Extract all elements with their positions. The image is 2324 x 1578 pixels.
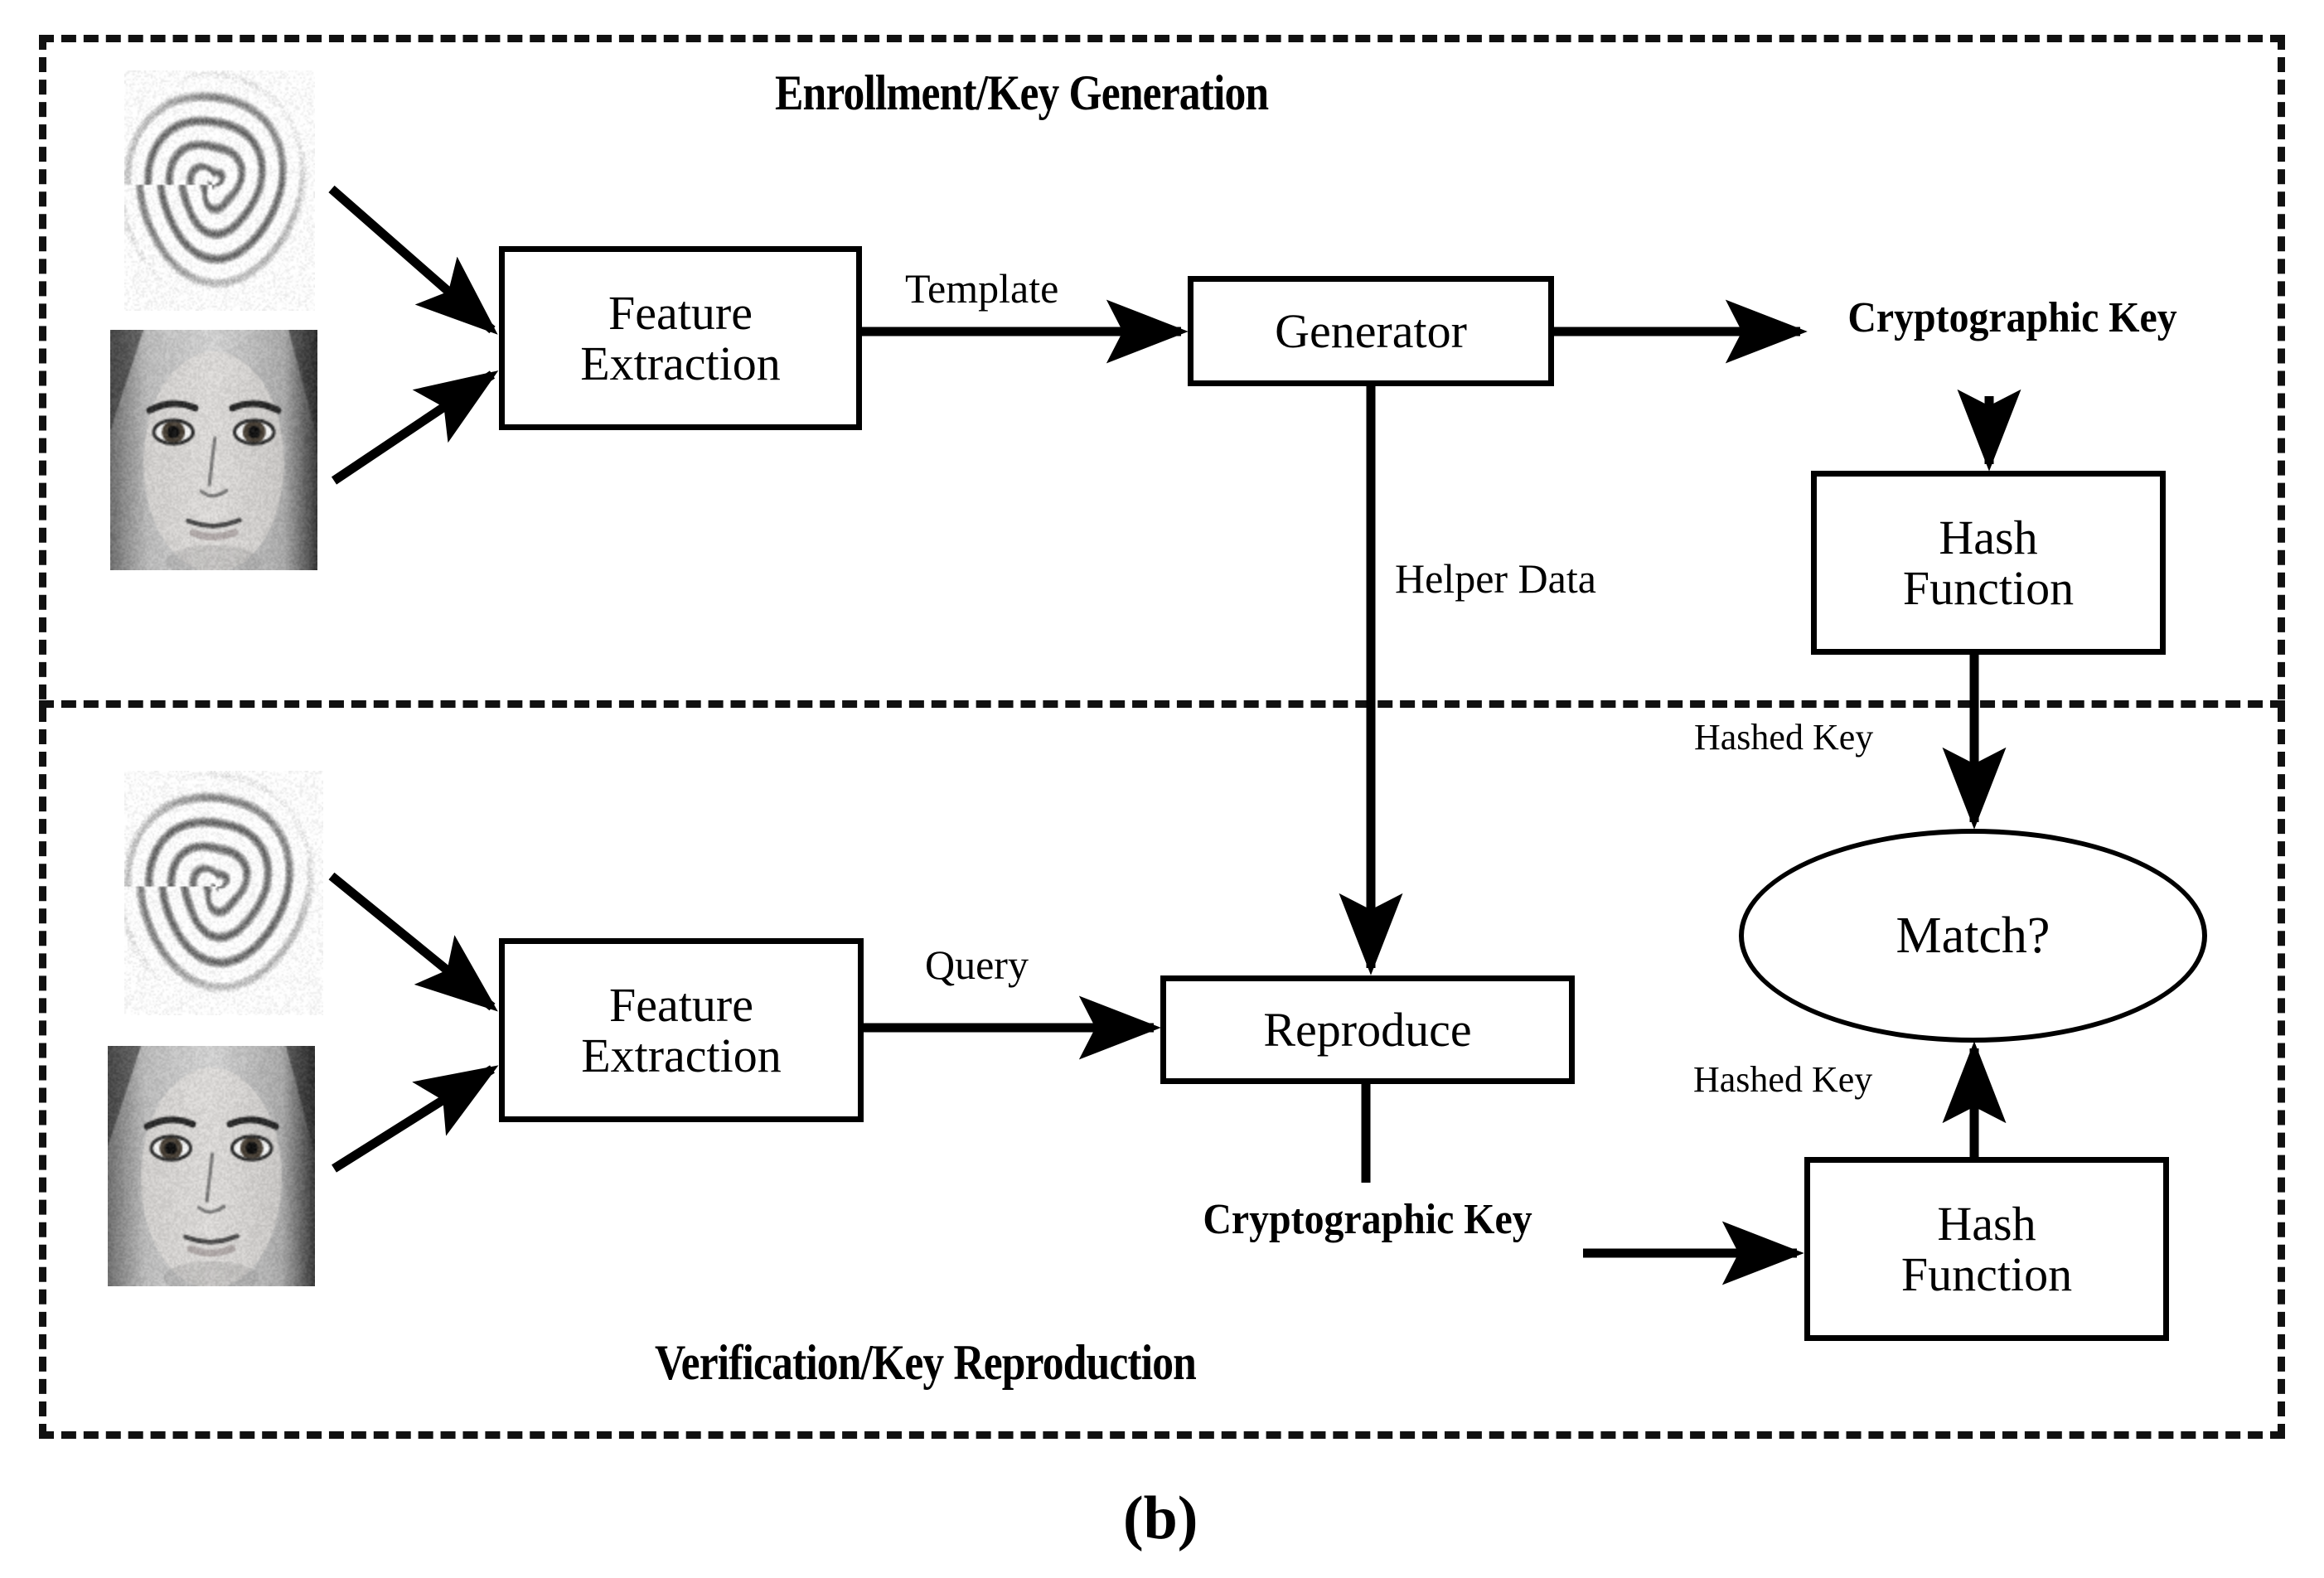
enrollment-hash-line1: Hash <box>1903 512 2074 563</box>
verification-hash-function-box[interactable]: Hash Function <box>1804 1157 2169 1341</box>
enrollment-hash-function-box[interactable]: Hash Function <box>1811 471 2166 655</box>
verification-hash-line2: Function <box>1901 1249 2072 1300</box>
match-label: Match? <box>1896 907 2050 966</box>
verification-feature-extraction-line2: Extraction <box>581 1030 782 1081</box>
verification-feature-extraction-line1: Feature <box>581 980 782 1030</box>
enrollment-cryptographic-key-line2: Key <box>2109 294 2176 341</box>
figure-caption: (b) <box>1123 1484 1198 1554</box>
verification-hash-line1: Hash <box>1901 1198 2072 1249</box>
verification-section-title: Verification/Key Reproduction <box>655 1334 1196 1392</box>
helper-data-label: Helper Data <box>1395 557 1596 601</box>
generator-box[interactable]: Generator <box>1188 276 1554 386</box>
verification-cryptographic-key-label: Cryptographic Key <box>1189 1196 1547 1244</box>
match-decision-ellipse[interactable]: Match? <box>1739 829 2207 1043</box>
enrollment-hashed-key-label: Hashed Key <box>1694 719 1873 757</box>
enrollment-face-image <box>110 330 317 570</box>
query-label: Query <box>925 943 1029 987</box>
verification-cryptographic-key-line2: Key <box>1464 1196 1532 1243</box>
verification-fingerprint-image <box>124 771 323 1015</box>
enrollment-cryptographic-key-label: Cryptographic Key <box>1837 294 2187 342</box>
verification-cryptographic-key-line1: Cryptographic <box>1203 1196 1454 1243</box>
reproduce-label: Reproduce <box>1263 1004 1471 1055</box>
enrollment-feature-extraction-line2: Extraction <box>580 338 781 389</box>
reproduce-box[interactable]: Reproduce <box>1160 975 1575 1084</box>
verification-face-image <box>108 1046 315 1286</box>
enrollment-feature-extraction-box[interactable]: Feature Extraction <box>499 246 862 430</box>
enrollment-hash-line2: Function <box>1903 563 2074 613</box>
verification-feature-extraction-box[interactable]: Feature Extraction <box>499 938 864 1122</box>
enrollment-feature-extraction-line1: Feature <box>580 288 781 338</box>
enrollment-section-title: Enrollment/Key Generation <box>775 65 1268 122</box>
generator-label: Generator <box>1275 306 1467 356</box>
enrollment-fingerprint-image <box>124 70 315 311</box>
verification-hashed-key-label: Hashed Key <box>1693 1061 1872 1099</box>
section-divider <box>39 700 2285 708</box>
template-label: Template <box>905 267 1058 311</box>
enrollment-cryptographic-key-line1: Cryptographic <box>1847 294 2099 341</box>
